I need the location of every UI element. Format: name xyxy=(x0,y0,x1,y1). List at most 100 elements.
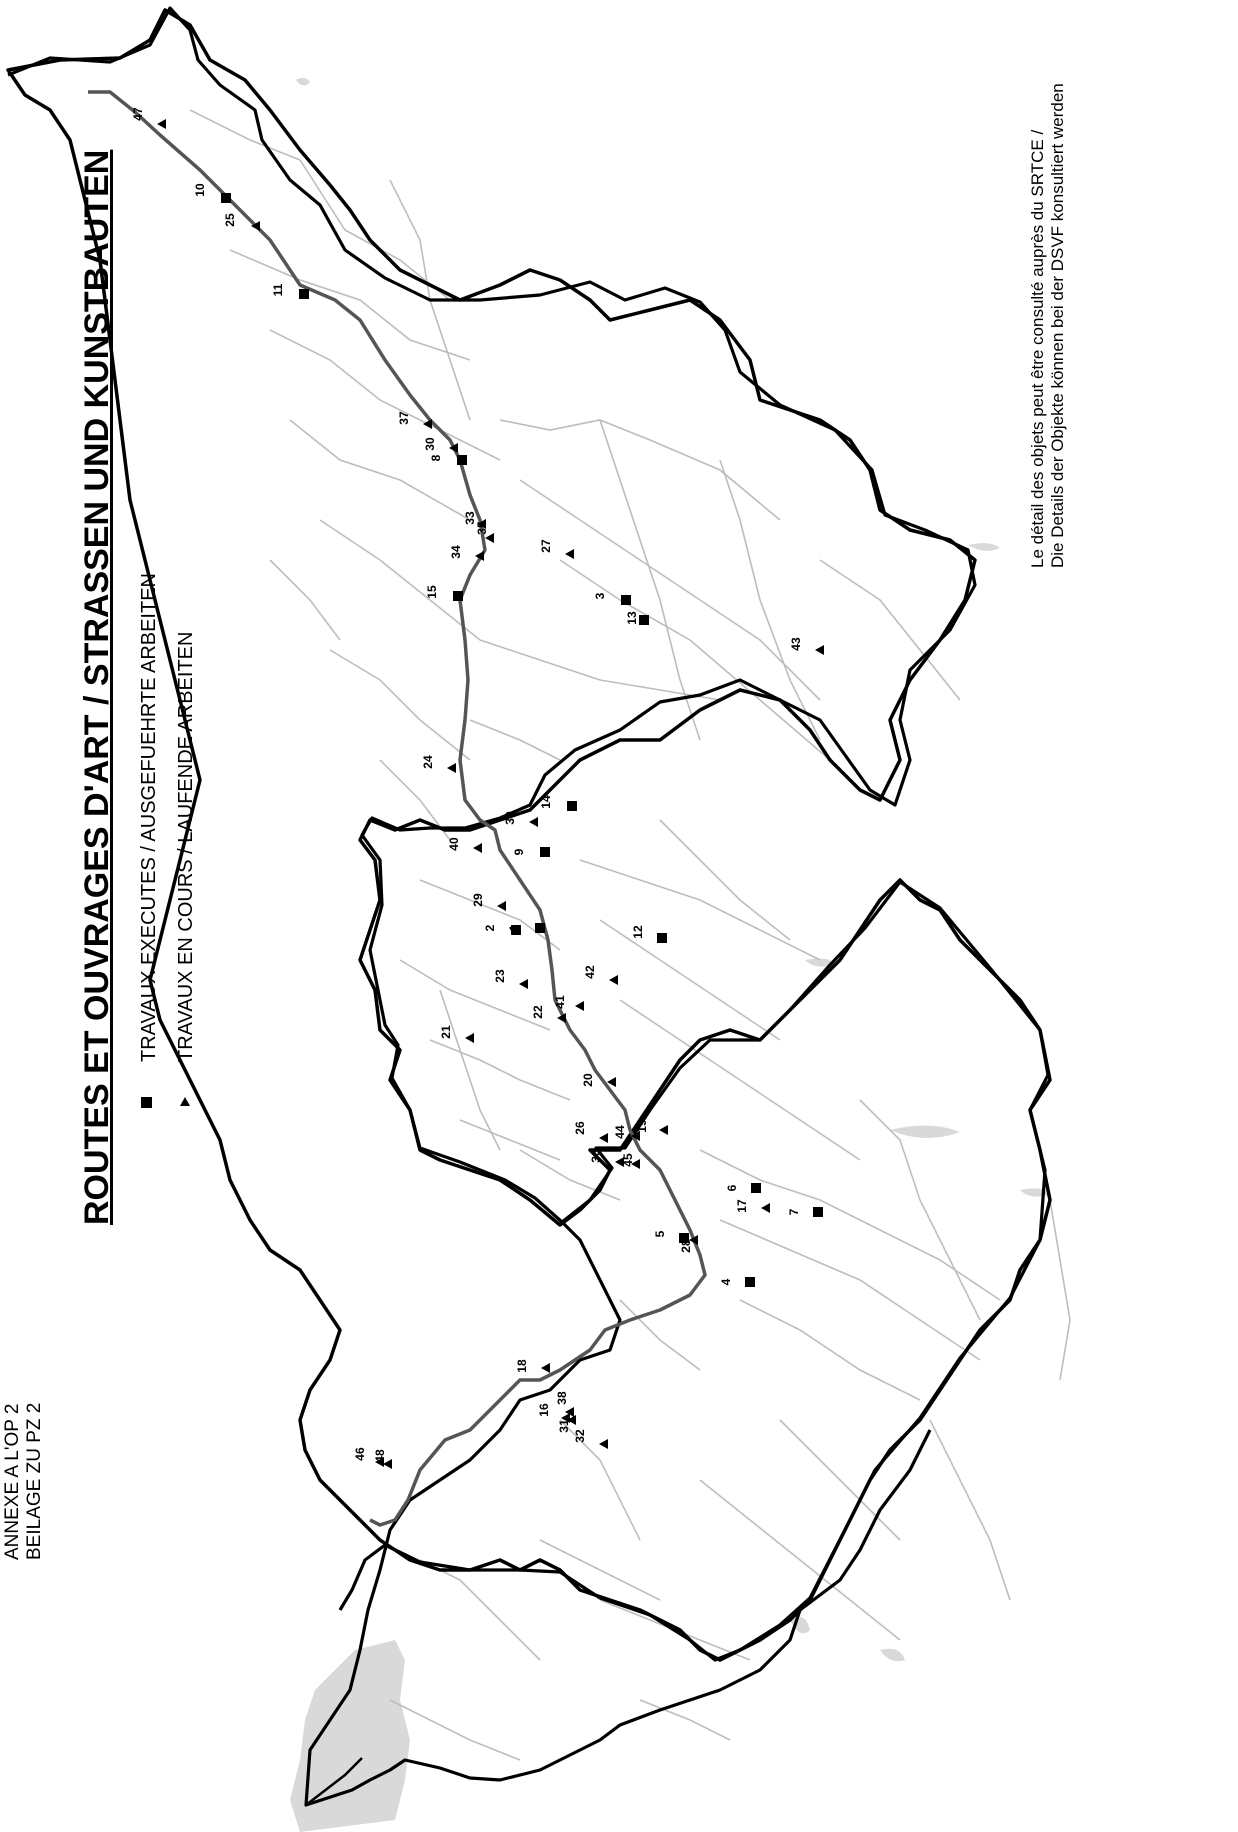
ongoing-work-marker xyxy=(447,763,456,773)
ongoing-work-marker xyxy=(375,1457,384,1467)
executed-work-marker xyxy=(457,455,467,465)
details-note: Le détail des objets peut être consulté … xyxy=(1028,83,1068,568)
map-labels: 1234567891011121314151617181920212223242… xyxy=(131,107,803,1463)
marker-number-label: 20 xyxy=(581,1073,595,1087)
ongoing-work-marker xyxy=(615,1157,624,1167)
ongoing-work-marker xyxy=(631,1131,640,1141)
executed-work-marker xyxy=(657,933,667,943)
executed-work-marker xyxy=(511,925,521,935)
marker-number-label: 21 xyxy=(439,1025,453,1039)
annex-reference: ANNEXE A L'OP 2 BEILAGE ZU PZ 2 xyxy=(2,1403,46,1560)
ongoing-work-marker xyxy=(475,551,484,561)
ongoing-work-marker xyxy=(477,519,486,529)
secondary-roads xyxy=(189,109,1071,1761)
ongoing-work-marker xyxy=(383,1459,392,1469)
executed-work-marker xyxy=(745,1277,755,1287)
marker-number-label: 37 xyxy=(397,411,411,425)
ongoing-work-marker xyxy=(449,443,458,453)
ongoing-work-marker xyxy=(761,1203,770,1213)
ongoing-work-marker xyxy=(567,1415,576,1425)
ongoing-work-marker xyxy=(561,1413,570,1423)
ongoing-work-marker xyxy=(529,817,538,827)
marker-number-label: 48 xyxy=(373,1449,387,1463)
ongoing-work-marker xyxy=(251,221,260,231)
marker-number-label: 17 xyxy=(735,1199,749,1213)
ongoing-work-marker xyxy=(423,419,432,429)
map-title: ROUTES ET OUVRAGES D'ART / STRASSEN UND … xyxy=(78,149,116,1225)
marker-number-label: 7 xyxy=(787,1208,801,1215)
annex-line-fr: ANNEXE A L'OP 2 xyxy=(2,1403,23,1560)
ongoing-work-marker xyxy=(815,645,824,655)
marker-number-label: 13 xyxy=(625,611,639,625)
ongoing-work-marker xyxy=(607,1077,616,1087)
legend-label-ongoing: TRAVAUX EN COURS / LAUFENDE ARBEITEN xyxy=(175,631,197,1062)
ongoing-work-marker xyxy=(565,549,574,559)
marker-number-label: 47 xyxy=(131,107,145,121)
ongoing-work-marker xyxy=(659,1125,668,1135)
executed-work-marker xyxy=(299,289,309,299)
small-lake xyxy=(296,77,310,86)
ongoing-work-marker xyxy=(689,1235,698,1245)
marker-number-label: 39 xyxy=(503,811,517,825)
canton-border xyxy=(6,8,1052,1662)
map-symbols xyxy=(157,119,824,1469)
annex-line-de: BEILAGE ZU PZ 2 xyxy=(24,1402,45,1560)
ongoing-work-marker xyxy=(485,533,494,543)
executed-work-marker xyxy=(679,1233,689,1243)
legend-label-executed: TRAVAUX EXECUTES / AUSGEFUEHRTE ARBEITEN xyxy=(138,573,160,1062)
ongoing-work-marker xyxy=(465,1033,474,1043)
marker-number-label: 18 xyxy=(515,1359,529,1373)
ongoing-work-marker xyxy=(631,1159,640,1169)
marker-number-label: 1 xyxy=(507,924,521,931)
marker-number-label: 42 xyxy=(583,965,597,979)
executed-work-marker xyxy=(535,923,545,933)
note-line-de: Die Details der Objekte können bei der D… xyxy=(1048,83,1067,568)
marker-number-label: 46 xyxy=(353,1447,367,1461)
marker-number-label: 29 xyxy=(471,893,485,907)
marker-number-label: 6 xyxy=(725,1184,739,1191)
marker-number-label: 40 xyxy=(447,837,461,851)
ongoing-work-marker xyxy=(541,1363,550,1373)
lake-leman xyxy=(290,1640,410,1832)
ongoing-work-marker xyxy=(575,1001,584,1011)
ongoing-work-marker xyxy=(557,1013,566,1023)
marker-number-label: 5 xyxy=(653,1230,667,1237)
small-lake xyxy=(805,958,835,967)
marker-number-label: 9 xyxy=(512,848,526,855)
marker-number-label: 15 xyxy=(425,585,439,599)
marker-number-label: 43 xyxy=(789,637,803,651)
marker-number-label: 36 xyxy=(589,1149,603,1163)
marker-number-label: 10 xyxy=(193,183,207,197)
marker-number-label: 33 xyxy=(463,511,477,525)
outline-west xyxy=(304,1220,932,1807)
executed-work-marker xyxy=(751,1183,761,1193)
legend-square-icon xyxy=(141,1097,152,1108)
marker-number-label: 14 xyxy=(539,795,553,809)
marker-number-label: 8 xyxy=(429,454,443,461)
legend-triangle-icon xyxy=(180,1097,190,1106)
marker-number-label: 28 xyxy=(679,1239,693,1253)
marker-number-label: 24 xyxy=(421,755,435,769)
executed-work-marker xyxy=(221,193,231,203)
marker-number-label: 34 xyxy=(449,545,463,559)
marker-number-label: 45 xyxy=(621,1153,635,1167)
ongoing-work-marker xyxy=(565,1407,574,1417)
ongoing-work-marker xyxy=(599,1439,608,1449)
small-lake xyxy=(968,543,1000,551)
marker-number-label: 16 xyxy=(537,1403,551,1417)
marker-number-label: 30 xyxy=(423,437,437,451)
ongoing-work-marker xyxy=(497,901,506,911)
marker-number-label: 2 xyxy=(483,924,497,931)
outline xyxy=(7,6,1050,1662)
marker-number-label: 11 xyxy=(271,283,285,296)
marker-number-label: 32 xyxy=(573,1429,587,1443)
ongoing-work-marker xyxy=(157,119,166,129)
ongoing-work-marker xyxy=(599,1133,608,1143)
marker-number-label: 3 xyxy=(593,592,607,599)
executed-work-marker xyxy=(813,1207,823,1217)
marker-number-label: 12 xyxy=(631,925,645,939)
small-lake xyxy=(880,1648,905,1662)
marker-number-label: 26 xyxy=(573,1121,587,1135)
marker-number-label: 41 xyxy=(553,995,567,1009)
